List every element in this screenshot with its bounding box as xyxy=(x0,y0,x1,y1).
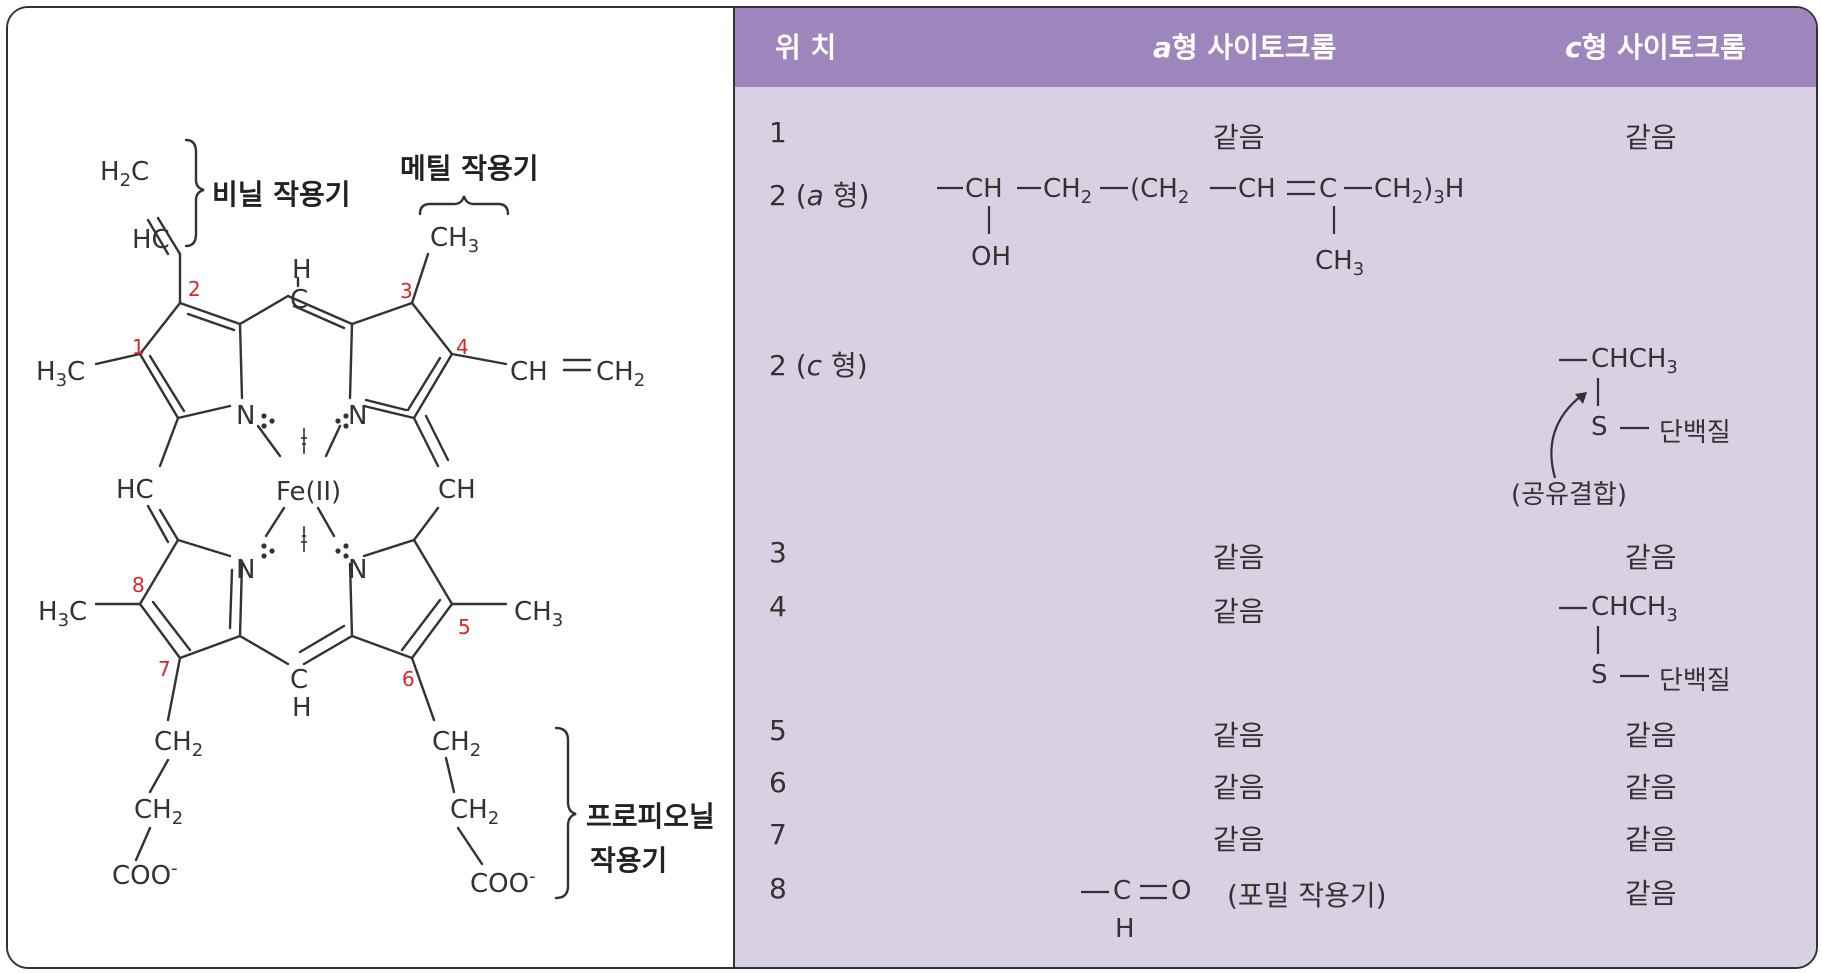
atom-fe: Fe(II) xyxy=(276,477,341,507)
row-4-c-chch3: CHCH3 xyxy=(1591,592,1678,627)
row-3-c-value: 같음 xyxy=(1625,541,1677,574)
a-chain-ch3: CH3 xyxy=(1315,246,1365,281)
atom-n-bottom-right: N xyxy=(348,555,367,585)
c-covalent-bond-label: (공유결합) xyxy=(1511,480,1627,510)
row-1-c-value: 같음 xyxy=(1625,121,1677,154)
row-1-a-value: 같음 xyxy=(1213,121,1265,154)
header-position: 위 치 xyxy=(775,31,837,64)
a-chain-paren-ch2: (CH2 xyxy=(1130,174,1190,209)
row-3-position: 3 xyxy=(769,536,787,569)
row-4-c-s: S xyxy=(1591,660,1608,690)
propionyl-group-label-line2: 작용기 xyxy=(590,844,667,877)
row-1-position: 1 xyxy=(769,116,787,149)
atom-hc-vinyl: HC xyxy=(132,225,170,255)
row-4-c-protein: 단백질 xyxy=(1659,666,1731,696)
row-5-position: 5 xyxy=(769,714,787,747)
row-2c-position: 2 (c 형) xyxy=(769,349,868,382)
row-3-a-value: 같음 xyxy=(1213,541,1265,574)
c-thioether-protein: 단백질 xyxy=(1659,418,1731,448)
atom-h-top: H xyxy=(292,255,312,285)
atom-coo-right: COO- xyxy=(470,866,536,899)
a-chain-ch2: CH2 xyxy=(1043,174,1093,209)
vinyl-group-label: 비닐 작용기 xyxy=(212,178,351,211)
a-chain-ch-double: CH xyxy=(1238,174,1276,204)
row-5-c-value: 같음 xyxy=(1625,719,1677,752)
methyl-group-label: 메틸 작용기 xyxy=(400,152,539,185)
position-number-4: 4 xyxy=(456,335,469,359)
atom-n-top-left: N xyxy=(236,401,255,431)
atom-n-bottom-left: N xyxy=(236,555,255,585)
a-chain-c: C xyxy=(1319,174,1338,204)
atom-coo-left: COO- xyxy=(112,858,178,891)
a-chain-ch: CH xyxy=(965,174,1003,204)
formyl-o: O xyxy=(1171,876,1192,906)
c-thioether-s: S xyxy=(1591,412,1608,442)
atom-ch2-right-1: CH2 xyxy=(432,727,481,761)
position-number-5: 5 xyxy=(458,615,471,639)
atom-ch2-left-2: CH2 xyxy=(134,795,183,829)
row-4-position: 4 xyxy=(769,590,787,623)
row-7-c-value: 같음 xyxy=(1625,823,1677,856)
position-number-7: 7 xyxy=(158,657,171,681)
row-5-a-value: 같음 xyxy=(1213,719,1265,752)
atom-h3c-bottom: H3C xyxy=(38,597,87,631)
heme-structure-panel: 비닐 작용기 메틸 작용기 프로피오닐 작용기 H2C HC CH3 H C H… xyxy=(8,8,733,967)
propionyl-group-label-line1: 프로피오닐 xyxy=(586,800,715,833)
position-number-3: 3 xyxy=(400,279,413,303)
table-header: 위 치 a형 사이토크롬 c형 사이토크롬 xyxy=(735,8,1816,87)
header-c-cytochrome: c형 사이토크롬 xyxy=(1565,31,1746,64)
position-number-6: 6 xyxy=(402,667,415,691)
row-7-a-value: 같음 xyxy=(1213,823,1265,856)
a-chain-oh: OH xyxy=(971,242,1012,272)
formyl-c: C xyxy=(1113,876,1132,906)
atom-h-bottom: H xyxy=(292,693,312,723)
atom-c-top-meso: C xyxy=(290,285,308,315)
atom-ch3-right: CH3 xyxy=(514,597,563,631)
row-8-position: 8 xyxy=(769,872,787,905)
row-7-position: 7 xyxy=(769,818,787,851)
row-6-a-value: 같음 xyxy=(1213,771,1265,804)
atom-ch-right-meso: CH xyxy=(438,475,476,505)
row-6-c-value: 같음 xyxy=(1625,771,1677,804)
atom-hc-left-meso: HC xyxy=(116,475,154,505)
atom-ch2-vinyl2: CH2 xyxy=(596,357,645,391)
a-chain-ch2-close: CH2)3H xyxy=(1374,174,1465,209)
formyl-h: H xyxy=(1115,914,1135,944)
comparison-table: 위 치 a형 사이토크롬 c형 사이토크롬 1 같음 같음 2 (a 형) xyxy=(733,8,1816,967)
atom-ch-vinyl2: CH xyxy=(510,357,548,387)
chem-bonds-overlay xyxy=(937,180,1649,900)
row-4-a-value: 같음 xyxy=(1213,595,1265,628)
heme-structure-diagram: 비닐 작용기 메틸 작용기 프로피오닐 작용기 H2C HC CH3 H C H… xyxy=(36,138,715,900)
atom-ch3-top: CH3 xyxy=(430,223,479,257)
row-6-position: 6 xyxy=(769,766,787,799)
position-number-8: 8 xyxy=(132,573,145,597)
formyl-group-label: (포밀 작용기) xyxy=(1227,879,1387,912)
row-2a-position: 2 (a 형) xyxy=(769,179,870,212)
atom-h2c-vinyl: H2C xyxy=(100,157,149,191)
c-thioether-chch3: CHCH3 xyxy=(1591,344,1678,379)
atom-ch2-left-1: CH2 xyxy=(154,727,203,761)
row-8-c-value: 같음 xyxy=(1625,877,1677,910)
figure-frame: 비닐 작용기 메틸 작용기 프로피오닐 작용기 H2C HC CH3 H C H… xyxy=(6,6,1818,969)
atom-h3c-left: H3C xyxy=(36,357,85,391)
atom-ch2-right-2: CH2 xyxy=(450,795,499,829)
atom-c-bottom-meso: C xyxy=(290,665,308,695)
position-number-2: 2 xyxy=(188,277,201,301)
position-number-1: 1 xyxy=(132,335,145,359)
header-a-cytochrome: a형 사이토크롬 xyxy=(1153,31,1337,64)
atom-n-top-right: N xyxy=(348,401,367,431)
